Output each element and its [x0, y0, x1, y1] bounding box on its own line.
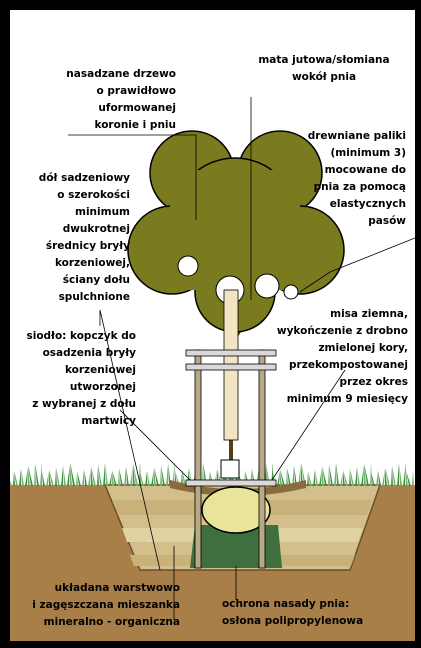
label-pit: dół sadzeniowy o szerokości minimum dwuk… — [14, 170, 130, 306]
grass-blade — [46, 471, 49, 486]
label-collar: ochrona nasady pnia: osłona polipropylen… — [222, 596, 382, 630]
grass-blade — [82, 470, 84, 486]
stake-left — [195, 350, 201, 568]
grass-blade — [378, 470, 381, 486]
grass-blade — [147, 470, 150, 486]
grass-blade — [61, 466, 63, 486]
grass-blade — [151, 469, 154, 486]
label-layers: układana warstwowo i zagęszczana mieszan… — [12, 580, 180, 631]
grass-blade — [21, 468, 24, 486]
grass-blade — [382, 469, 385, 486]
label-mat: mata jutowa/słomiana wokół pnia — [244, 52, 404, 86]
label-saddle: siodło: kopczyk do osadzenia bryły korze… — [14, 328, 136, 430]
trunk-collar-guard — [221, 460, 239, 478]
grass-blade — [103, 463, 105, 486]
grass-blade — [67, 464, 70, 486]
grass-blade — [166, 464, 168, 486]
label-stakes: drewniane paliki (minimum 3) mocowane do… — [296, 128, 406, 230]
diagram-frame: nasadzane drzewo o prawidłowo uformowane… — [10, 10, 415, 641]
grass-blade — [315, 469, 318, 486]
grass-blade — [412, 470, 414, 486]
stake-crossbar-top — [186, 350, 276, 356]
grass-blade — [370, 462, 372, 486]
grass-blade — [109, 472, 112, 486]
grass-blade — [403, 462, 406, 486]
stake-right — [259, 350, 265, 568]
stake-crossbar-ground — [186, 480, 276, 486]
grass-blade — [63, 465, 66, 486]
grass-blade — [126, 466, 129, 486]
grass-blade — [88, 468, 91, 486]
grass-blade — [313, 470, 315, 486]
grass-blade — [19, 469, 21, 486]
grass-blade — [277, 471, 280, 486]
grass-blade — [25, 467, 28, 486]
grass-blade — [40, 462, 42, 486]
grass-blade — [10, 472, 12, 486]
grass-blade — [397, 464, 399, 486]
grass-blade — [340, 472, 343, 486]
stake-crossbar-bottom — [186, 364, 276, 370]
grass-blade — [84, 469, 87, 486]
grass-blade — [130, 465, 133, 486]
grass-blade — [355, 467, 357, 486]
grass-blade — [334, 463, 336, 486]
grass-blade — [319, 468, 322, 486]
grass-blade — [124, 467, 126, 486]
label-basin: misa ziemna, wykończenie z drobno zmielo… — [272, 306, 408, 408]
grass-blade — [399, 463, 402, 486]
grass-blade — [145, 471, 147, 486]
grass-blade — [336, 462, 339, 486]
grass-blade — [376, 471, 378, 486]
grass-blade — [42, 472, 45, 486]
grass-blade — [361, 465, 364, 486]
grass-blade — [357, 466, 360, 486]
label-tree: nasadzane drzewo o prawidłowo uformowane… — [60, 66, 176, 134]
grass-blade — [105, 462, 108, 486]
